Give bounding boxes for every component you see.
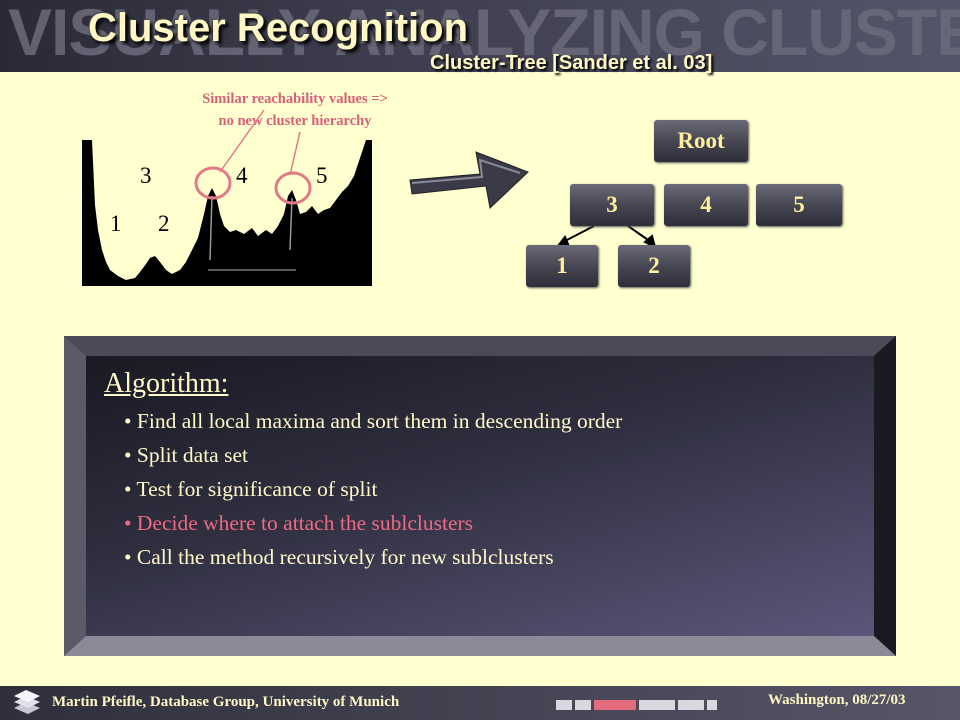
panel-content-area (86, 356, 874, 636)
reachability-plot (82, 109, 372, 286)
tree-node-2: 2 (618, 245, 690, 287)
plot-label-2: 2 (158, 211, 170, 236)
algorithm-step: • Test for significance of split (124, 477, 378, 501)
footer-bar (0, 686, 960, 720)
footer-date: Washington, 08/27/03 (768, 692, 906, 708)
slide-navigation-bar[interactable] (556, 700, 717, 710)
peak-circle-5 (274, 171, 312, 205)
algorithm-step-text: Find all local maxima and sort them in d… (136, 409, 623, 433)
diagram-graphics: 3 4 5 1 2 (82, 109, 657, 286)
tree-node-5: 5 (756, 184, 842, 226)
pointer-line-5 (289, 131, 301, 176)
tree-node-4: 4 (664, 184, 748, 226)
algorithm-step-text: Call the method recursively for new subl… (136, 545, 554, 569)
university-logo-icon (14, 690, 40, 714)
annotation-note: Similar reachability values => no new cl… (150, 88, 440, 132)
nav-section-6[interactable] (707, 700, 717, 710)
algorithm-step-text: Split data set (136, 443, 248, 467)
algorithm-panel (64, 336, 896, 656)
plot-label-4: 4 (236, 163, 248, 188)
header-banner: VISUALLY ANALYZING CLUSTER HIERARCHIES (0, 0, 960, 72)
nav-section-4[interactable] (639, 700, 675, 710)
plot-label-3: 3 (140, 163, 152, 188)
nav-section-2[interactable] (575, 700, 591, 710)
peak-circle-4 (194, 166, 232, 200)
algorithm-step-highlighted: • Decide where to attach the sublcluster… (124, 511, 474, 535)
algorithm-step: • Call the method recursively for new su… (124, 545, 554, 569)
slide-title: Cluster Recognition (88, 6, 469, 50)
plot-peak-lines (209, 195, 293, 261)
algorithm-step: • Split data set (124, 443, 248, 467)
panel-bevel (64, 336, 896, 656)
tree-edges (555, 225, 657, 249)
plot-label-5: 5 (316, 163, 328, 188)
tree-node-1: 1 (526, 245, 598, 287)
algorithm-steps: • Find all local maxima and sort them in… (124, 404, 622, 574)
algorithm-step-text: Test for significance of split (136, 477, 378, 501)
nav-section-1[interactable] (556, 700, 572, 710)
banner-background-text: VISUALLY ANALYZING CLUSTER HIERARCHIES (8, 0, 960, 69)
algorithm-step-text: Decide where to attach the sublclusters (136, 511, 474, 535)
plot-bars (82, 140, 372, 286)
annotation-line-1: Similar reachability values => (202, 91, 388, 107)
transform-arrow (409, 151, 529, 209)
slide-subtitle: Cluster-Tree [Sander et al. 03] (430, 52, 713, 74)
tree-node-3: 3 (570, 184, 654, 226)
algorithm-title: Algorithm: (104, 368, 229, 399)
nav-section-5[interactable] (678, 700, 704, 710)
plot-label-1: 1 (110, 211, 122, 236)
pointer-line-4 (219, 109, 265, 173)
nav-section-current[interactable] (594, 700, 636, 710)
annotation-line-2: no new cluster hierarchy (218, 113, 372, 129)
tree-node-root: Root (654, 120, 748, 162)
footer-author: Martin Pfeifle, Database Group, Universi… (52, 694, 400, 710)
algorithm-step: • Find all local maxima and sort them in… (124, 409, 623, 433)
